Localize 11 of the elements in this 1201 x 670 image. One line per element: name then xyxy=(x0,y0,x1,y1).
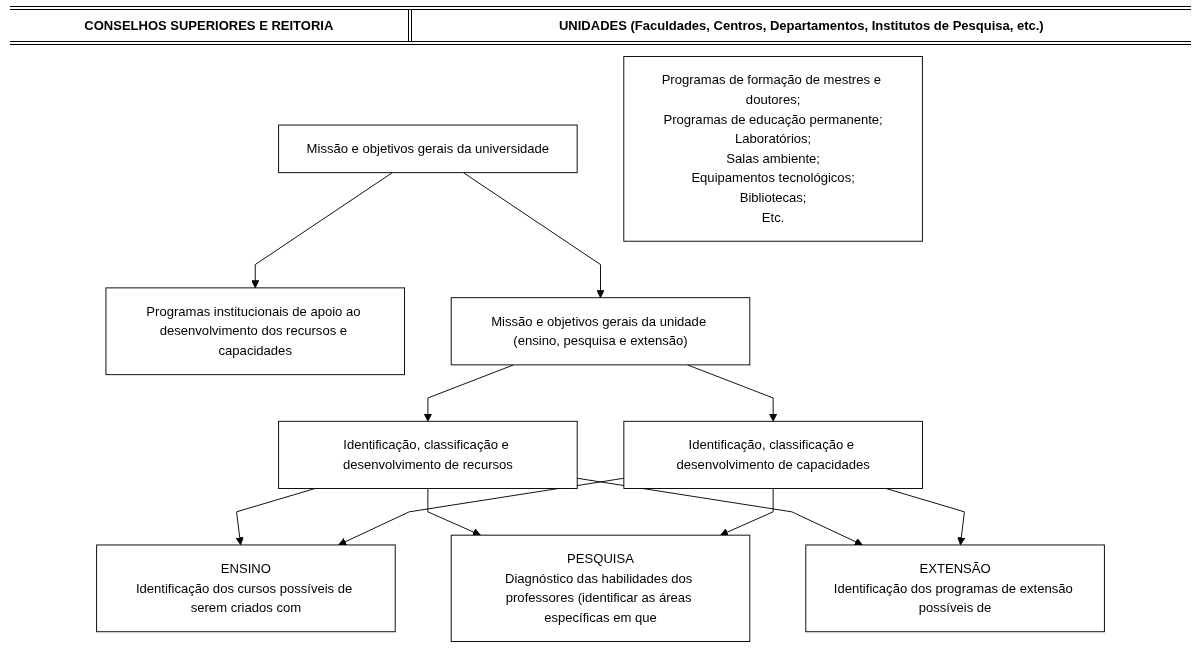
node-box: EXTENSÃO Identificação dos programas de extensão possíveis de xyxy=(805,544,1105,633)
node-box: Programas de formação de mestres e doutores; Programas de educação permanente; Laboratórios; Salas ambiente; Equipamentos tecnológicos; Bibliotecas; Etc. xyxy=(623,56,923,242)
node-box: PESQUISA Diagnóstico das habilidades dos professores (identificar as áreas específicas em que xyxy=(450,534,751,642)
node-box: Missão e objetivos gerais da unidade (ensino, pesquisa e extensão) xyxy=(450,297,751,366)
column-heading: UNIDADES (Faculdades, Centros, Departamentos, Institutos de Pesquisa, etc.) xyxy=(407,10,1191,41)
node-box: Identificação, classificação e desenvolvimento de capacidades xyxy=(623,420,923,489)
node-box: Missão e objetivos gerais da universidade xyxy=(278,124,578,174)
node-box: Identificação, classificação e desenvolvimento de recursos xyxy=(278,420,578,489)
node-box: ENSINO Identificação dos cursos possíveis de serem criados com xyxy=(96,544,396,633)
node-box: Programas institucionais de apoio ao desenvolvimento dos recursos e capacidades xyxy=(105,287,405,376)
column-heading: CONSELHOS SUPERIORES E REITORIA xyxy=(83,17,335,35)
